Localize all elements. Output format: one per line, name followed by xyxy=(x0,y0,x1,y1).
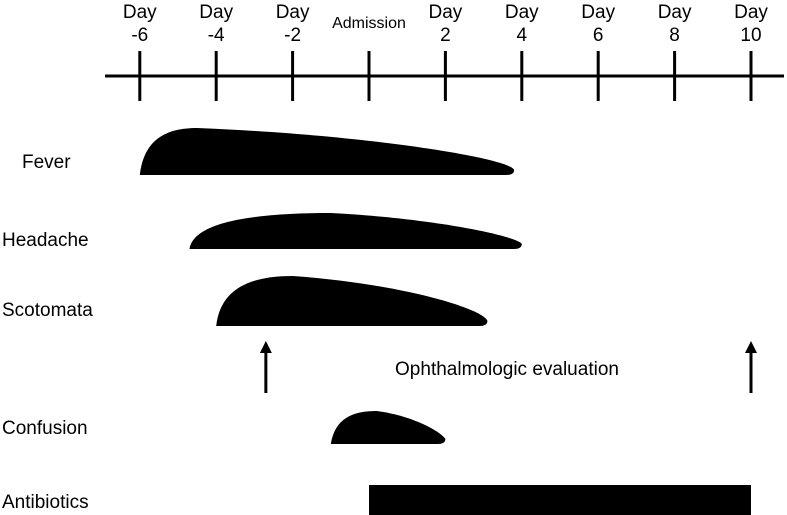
tick-label-line1: Day xyxy=(429,2,463,23)
symptom-rows: FeverHeadacheScotomataConfusionAntibioti… xyxy=(2,128,751,515)
row-label-scotomata: Scotomata xyxy=(2,300,93,321)
row-label-confusion: Confusion xyxy=(2,418,88,439)
tick-label-line1: Day xyxy=(276,2,310,23)
tick-label-line1: Day xyxy=(658,2,692,23)
evaluation-arrow-icon xyxy=(745,341,757,353)
evaluation-arrow-icon xyxy=(259,341,272,353)
duration-bar-antibiotics xyxy=(369,485,751,515)
tick-label-line2: -4 xyxy=(208,25,225,46)
ophthalmologic-evaluation: Ophthalmologic evaluation xyxy=(259,341,757,393)
evaluation-label: Ophthalmologic evaluation xyxy=(395,359,619,380)
tick-label-line1: Day xyxy=(581,2,615,23)
tick-label-line1: Day xyxy=(199,2,233,23)
tick-label-line2: -6 xyxy=(131,25,148,46)
severity-shape-confusion xyxy=(330,411,446,444)
tick-label-admission: Admission xyxy=(332,15,406,32)
row-label-antibiotics: Antibiotics xyxy=(2,492,89,513)
severity-shape-fever xyxy=(139,128,515,175)
severity-shape-headache xyxy=(189,213,522,249)
tick-label-line2: 6 xyxy=(593,25,604,46)
row-label-fever: Fever xyxy=(22,152,71,173)
timeline-axis: Day-6Day-4Day-2AdmissionDay2Day4Day6Day8… xyxy=(105,2,784,101)
tick-label-line1: Day xyxy=(123,2,157,23)
tick-label-line1: Day xyxy=(734,2,768,23)
tick-label-line2: 4 xyxy=(517,25,528,46)
tick-label-line2: 8 xyxy=(669,25,680,46)
row-label-headache: Headache xyxy=(2,230,89,251)
tick-label-line1: Day xyxy=(505,2,539,23)
tick-label-line2: 2 xyxy=(440,25,451,46)
tick-label-line2: 10 xyxy=(740,25,761,46)
tick-label-line2: -2 xyxy=(284,25,301,46)
severity-shape-scotomata xyxy=(216,276,488,326)
